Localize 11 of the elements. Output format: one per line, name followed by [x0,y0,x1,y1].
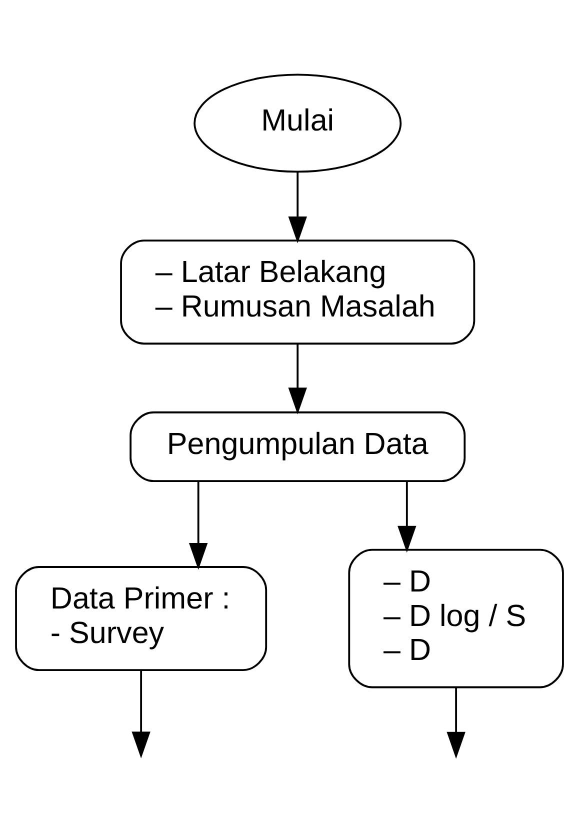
node-box: Data Primer : - Survey [15,566,268,672]
arrow [288,172,307,244]
node-box: – Latar Belakang – Rumusan Masalah [120,240,476,345]
node-box: Pengumpulan Data [130,411,466,482]
node-box: – D – D log / S – D [348,548,564,688]
arrow [446,688,466,759]
node-ellipse: Mulai [194,74,402,173]
arrow [132,670,150,758]
arrow [188,482,208,570]
arrow [288,344,307,414]
arrow [398,482,416,553]
